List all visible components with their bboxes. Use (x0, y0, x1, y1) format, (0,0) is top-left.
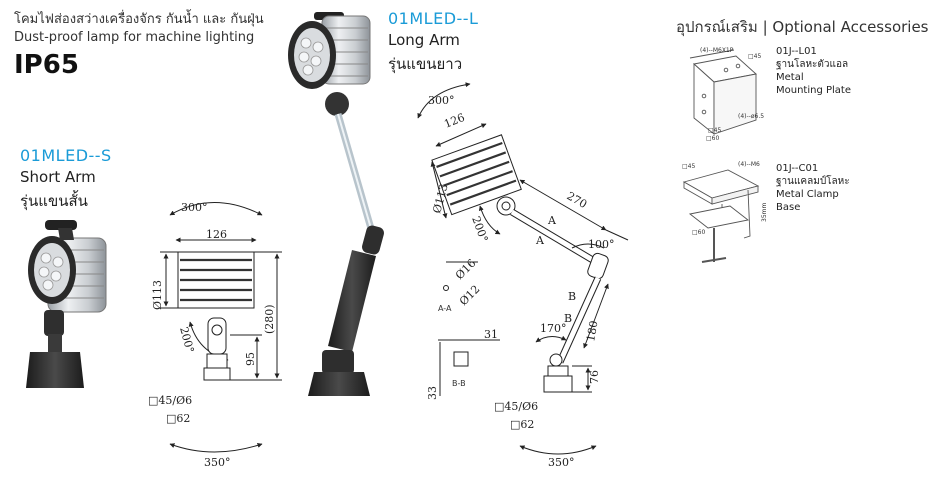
label-a1: A (547, 214, 557, 227)
ip-rating: IP65 (14, 50, 79, 80)
long-arm-lamp-photo (288, 12, 384, 396)
accessory-1-text: 01J--L01 ฐานโลหะตัวแอล Metal Mounting Pl… (776, 45, 851, 97)
short-model-code: 01MLED--S (20, 146, 112, 165)
acc2-callout-1: □45 (682, 163, 695, 170)
section-a: A-A (438, 304, 452, 313)
dim-31: 31 (484, 328, 498, 341)
accessory-2-drawing (682, 169, 760, 263)
long-base-size: □45/Ø6 (494, 400, 538, 413)
accessory-1-name-en-1: Metal (776, 72, 804, 83)
short-rotation-base: 350° (204, 456, 231, 469)
short-rotation-top: 300° (181, 201, 208, 214)
acc1-callout-5: □60 (706, 135, 719, 142)
long-arm-dimensions: 300° 126 Ø113 200° 270 A A 100° Ø16 Ø12 … (426, 94, 615, 469)
pipe-outer: Ø16 (453, 257, 478, 282)
long-width: 126 (442, 111, 466, 131)
pipe-inner: Ø12 (457, 283, 482, 308)
short-arm-dimensions: 300° 126 Ø113 200° (280) 95 □45/Ø6 □62 3… (148, 201, 276, 469)
short-arm-drawing (160, 202, 282, 453)
accessory-1-name-th: ฐานโลหะตัวแอล (776, 59, 849, 70)
short-width: 126 (206, 228, 227, 241)
short-height-base: 95 (244, 352, 257, 366)
short-diameter: Ø113 (151, 280, 164, 310)
long-base-plate: □62 (510, 418, 534, 431)
long-rotation-top: 300° (428, 94, 455, 107)
short-height-total: (280) (263, 304, 276, 334)
short-tilt: 200° (177, 325, 196, 354)
dim-180: 180 (584, 320, 600, 343)
accessory-2-code: 01J--C01 (776, 163, 819, 174)
accessories-title: อุปกรณ์เสริม | Optional Accessories (676, 18, 929, 36)
acc1-callout-3: (4)--ø6.5 (738, 113, 764, 120)
accessory-1-callouts: (4)--M6X1P □45 (4)--ø6.5 □45 □60 (700, 47, 764, 142)
label-b1: B (568, 290, 576, 303)
english-title: Dust-proof lamp for machine lighting (14, 30, 255, 45)
long-rotation-base: 350° (548, 456, 575, 469)
dim-33: 33 (426, 386, 439, 400)
label-a2: A (535, 234, 545, 247)
short-base-size: □45/Ø6 (148, 394, 192, 407)
acc2-callout-2: (4)--M6 (738, 161, 760, 168)
label-b2: B (564, 312, 572, 325)
short-model-name-en: Short Arm (20, 168, 96, 186)
acc1-callout-1: (4)--M6X1P (700, 47, 734, 54)
short-model-name-th: รุ่นแขนสั้น (20, 192, 88, 210)
long-angle-mid: 100° (588, 238, 615, 251)
thai-title: โคมไฟส่องสว่างเครื่องจักร กันน้ำ และ กัน… (14, 12, 264, 27)
acc1-callout-4: □45 (708, 127, 721, 134)
acc2-callout-4: □60 (692, 229, 705, 236)
short-arm-lamp-photo (26, 220, 107, 388)
long-model-name-th: รุ่นแขนยาว (388, 55, 463, 73)
dim-76: 76 (588, 370, 601, 384)
accessory-2-name-en-2: Base (776, 202, 801, 213)
accessory-1-drawing (689, 49, 757, 135)
long-arm-drawing (417, 82, 629, 455)
long-tilt: 200° (469, 215, 490, 244)
short-base-plate: □62 (166, 412, 190, 425)
accessory-1-name-en-2: Mounting Plate (776, 85, 851, 96)
accessory-1-code: 01J--L01 (776, 46, 817, 57)
section-b: B-B (452, 379, 466, 388)
long-angle-low: 170° (540, 322, 567, 335)
accessory-2-callouts: □45 (4)--M6 35mm □60 (682, 161, 768, 236)
acc2-callout-3: 35mm (761, 203, 768, 222)
long-model-code: 01MLED--L (388, 9, 479, 28)
accessory-2-name-en-1: Metal Clamp (776, 189, 839, 200)
long-model-name-en: Long Arm (388, 31, 460, 49)
accessory-2-text: 01J--C01 ฐานแคลมป์โลหะ Metal Clamp Base (776, 162, 850, 214)
accessory-2-name-th: ฐานแคลมป์โลหะ (776, 176, 850, 187)
acc1-callout-2: □45 (748, 53, 761, 60)
